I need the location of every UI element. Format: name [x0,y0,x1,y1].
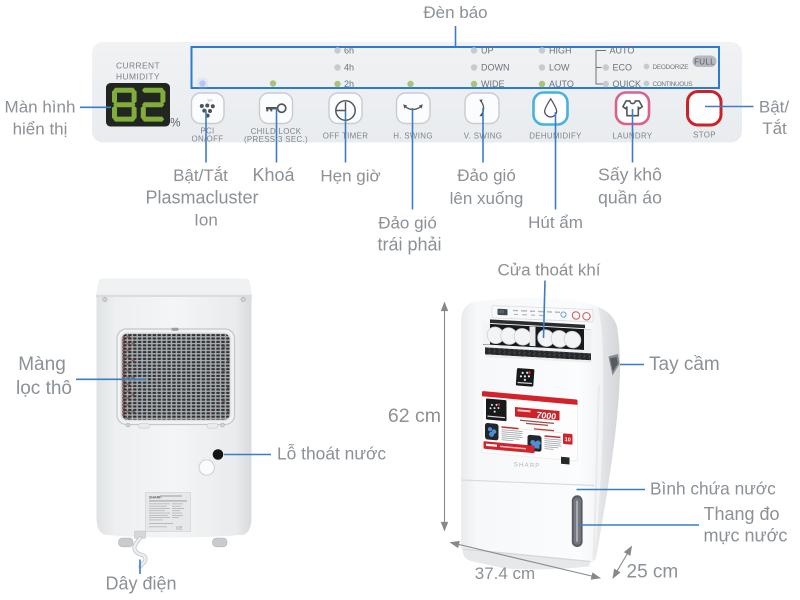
svg-text:mực nước: mực nước [704,526,788,546]
svg-text:Hẹn giờ: Hẹn giờ [320,167,380,186]
svg-text:AUTO: AUTO [549,79,574,89]
svg-text:Màng: Màng [18,354,66,375]
svg-text:QUICK: QUICK [613,79,642,89]
svg-text:4h: 4h [344,63,354,73]
svg-text:quần áo: quần áo [598,188,662,208]
svg-text:Tay cầm: Tay cầm [649,354,720,375]
svg-text:ON/OFF: ON/OFF [192,135,224,144]
svg-text:WIDE: WIDE [481,79,505,89]
svg-text:FULL: FULL [694,57,715,66]
svg-text:2h: 2h [344,79,354,89]
svg-text:Đảo gió: Đảo gió [378,214,437,233]
svg-text:SHARP: SHARP [513,461,540,469]
svg-text:Thang đo: Thang đo [704,504,780,524]
svg-text:Lỗ thoát nước: Lỗ thoát nước [277,444,386,464]
svg-text:Đèn báo: Đèn báo [423,3,487,22]
svg-text:62 cm: 62 cm [388,405,441,427]
svg-text:lọc thô: lọc thô [16,378,72,399]
svg-text:LOW: LOW [549,63,570,73]
svg-text:6h: 6h [344,46,354,56]
svg-text:ion: ion [208,99,213,103]
svg-text:SHARP: SHARP [149,496,162,500]
svg-text:HIGH: HIGH [549,46,572,56]
svg-text:Màn hình: Màn hình [5,98,76,117]
svg-text:PCI: PCI [200,127,214,136]
svg-text:lên xuống: lên xuống [450,189,524,208]
svg-text:Tắt: Tắt [762,119,787,138]
svg-text:CURRENT: CURRENT [116,61,160,71]
svg-text:Cửa thoát khí: Cửa thoát khí [497,261,600,280]
svg-text:DOWN: DOWN [481,63,510,73]
svg-text:Khoá: Khoá [252,165,295,185]
svg-text:Dây điện: Dây điện [105,574,176,594]
svg-text:HUMIDITY: HUMIDITY [116,72,160,82]
svg-text:CE: CE [176,526,182,531]
svg-text:Hút ẩm: Hút ẩm [528,213,583,232]
svg-text:Bình chứa nước: Bình chứa nước [650,479,776,499]
svg-text:UP: UP [481,46,494,56]
svg-text:hiển thị: hiển thị [13,120,68,139]
svg-text:Sấy khô: Sấy khô [598,165,662,185]
svg-text:%: % [170,118,180,130]
svg-text:7000: 7000 [536,410,556,422]
svg-text:DEODORIZE: DEODORIZE [653,64,689,71]
svg-text:STOP: STOP [693,130,716,139]
svg-text:10: 10 [565,437,571,444]
svg-text:Ion: Ion [194,211,218,230]
svg-text:Bật/Tắt: Bật/Tắt [173,166,228,185]
svg-text:ECO: ECO [613,63,633,73]
svg-text:AUTO: AUTO [610,46,635,56]
svg-text:Bật/: Bật/ [759,98,790,117]
svg-text:Đảo gió: Đảo gió [457,166,516,185]
svg-text:trái phải: trái phải [377,235,441,255]
svg-text:CONTINUOUS: CONTINUOUS [653,81,693,88]
svg-text:Plasmacluster: Plasmacluster [145,188,258,208]
svg-text:25 cm: 25 cm [627,562,679,583]
svg-text:37.4 cm: 37.4 cm [475,564,535,583]
